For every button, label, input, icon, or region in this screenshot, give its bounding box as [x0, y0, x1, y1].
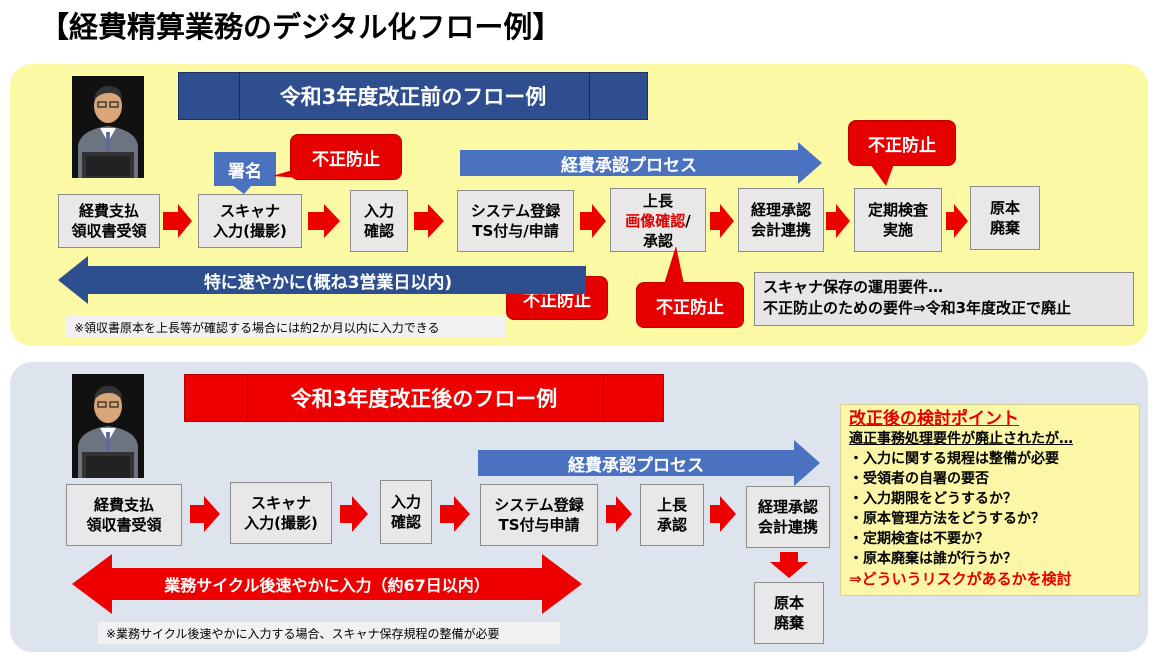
before-receipt-box: 経費支払 領収書受領: [58, 194, 160, 248]
review-points-heading: 改正後の検討ポイント: [849, 409, 1019, 429]
review-point-item: ・原本管理方法をどうするか？: [849, 511, 1045, 527]
arrow-2: [308, 204, 340, 238]
image-check-text: 画像確認: [625, 212, 686, 230]
arrow-4: [606, 496, 632, 532]
after-cycle-label: 業務サイクル後速やかに入力（約67日以内）: [164, 576, 490, 595]
callout-text: 不正防止: [868, 135, 936, 156]
review-points-conclusion: ⇒どういうリスクがあるかを検討: [849, 570, 1072, 588]
after-receipt-box: 経費支払 領収書受領: [66, 484, 182, 546]
arrow-1: [190, 496, 220, 532]
arrow-2: [340, 496, 368, 532]
fraud-prevention-callout-4: 不正防止: [636, 282, 744, 328]
arrow-4: [580, 204, 606, 238]
before-input-check-box: 入力 確認: [350, 190, 408, 252]
signature-text: 署名: [228, 161, 262, 182]
before-accounting-box: 経理承認 会計連携: [738, 188, 824, 252]
review-point-item: ・原本廃棄は誰が行うか？: [849, 551, 1017, 567]
review-point-item: ・定期検査は不要か？: [849, 531, 989, 547]
after-process-label: 経費承認プロセス: [568, 455, 704, 476]
slash-text: /: [685, 212, 691, 230]
arrow-down: [770, 552, 808, 578]
fraud-prevention-callout-2: 不正防止: [848, 120, 956, 166]
before-process-label: 経費承認プロセス: [561, 155, 697, 176]
after-discard-original-box: 原本 廃棄: [754, 582, 824, 644]
before-flow-banner: 令和3年度改正前のフロー例: [178, 72, 648, 120]
after-cycle-arrow: 業務サイクル後速やかに入力（約67日以内）: [72, 554, 582, 614]
approval-text: 承認: [642, 232, 673, 250]
after-system-registration-box: システム登録 TS付与申請: [480, 484, 598, 546]
review-point-item: ・受領者の自署の要否: [849, 471, 989, 487]
review-point-item: ・入力に関する規程は整備が必要: [849, 451, 1059, 467]
signature-tail: [232, 185, 252, 194]
review-points-subheading: 適正事務処理要件が廃止されたが…: [849, 431, 1073, 447]
before-speed-arrow: 特に速やかに(概ね3営業日以内): [58, 256, 586, 304]
arrow-5: [710, 204, 734, 238]
page-title: 【経費精算業務のデジタル化フロー例】: [40, 10, 562, 44]
after-flow-banner: 令和3年度改正後のフロー例: [184, 374, 664, 422]
boss-line-1: 上長: [642, 192, 673, 210]
callout-tail-1: [272, 168, 300, 178]
review-point-item: ・入力期限をどうするか？: [849, 491, 1017, 507]
before-boss-approval-box: 上長 画像確認/ 承認: [610, 188, 706, 252]
after-scan-box: スキャナ 入力(撮影): [230, 482, 332, 544]
before-speed-label: 特に速やかに(概ね3営業日以内): [203, 272, 453, 293]
before-system-registration-box: システム登録 TS付与/申請: [457, 190, 574, 252]
after-banner-text: 令和3年度改正後のフロー例: [290, 387, 558, 411]
before-scan-box: スキャナ 入力(撮影): [198, 194, 302, 248]
callout-tail-2: [870, 164, 894, 186]
after-approval-process-arrow: 経費承認プロセス: [478, 440, 820, 486]
fraud-prevention-callout-1: 不正防止: [290, 134, 402, 180]
after-boss-approval-box: 上長 承認: [640, 484, 704, 546]
arrow-3: [414, 204, 444, 238]
callout-text: 不正防止: [656, 297, 724, 318]
after-input-check-box: 入力 確認: [380, 480, 432, 544]
after-review-points: 改正後の検討ポイント 適正事務処理要件が廃止されたが… ・入力に関する規程は整備…: [840, 404, 1140, 596]
arrow-6: [826, 204, 850, 238]
businessman-icon: [72, 76, 144, 178]
before-info-box: スキャナ保存の運用要件… 不正防止のための要件⇒令和3年度改正で廃止: [754, 272, 1134, 326]
before-approval-process-arrow: 経費承認プロセス: [460, 142, 822, 184]
arrow-3: [440, 496, 470, 532]
before-discard-original-box: 原本 廃棄: [970, 186, 1040, 250]
arrow-1: [163, 204, 192, 238]
before-periodic-inspection-box: 定期検査 実施: [854, 188, 942, 252]
callout-text: 不正防止: [312, 149, 380, 170]
arrow-5: [710, 496, 736, 532]
before-banner-text: 令和3年度改正前のフロー例: [279, 85, 547, 109]
after-note: ※業務サイクル後速やかに入力する場合、スキャナ保存規程の整備が必要: [98, 622, 560, 644]
after-accounting-box: 経理承認 会計連携: [746, 486, 830, 548]
businessman-icon: [72, 374, 144, 478]
signature-callout: 署名: [214, 152, 276, 186]
before-note: ※領収書原本を上長等が確認する場合には約2か月以内に入力できる: [66, 316, 506, 338]
arrow-7: [946, 204, 968, 238]
callout-tail-4: [664, 246, 684, 284]
callout-text: 不正防止: [523, 290, 591, 311]
